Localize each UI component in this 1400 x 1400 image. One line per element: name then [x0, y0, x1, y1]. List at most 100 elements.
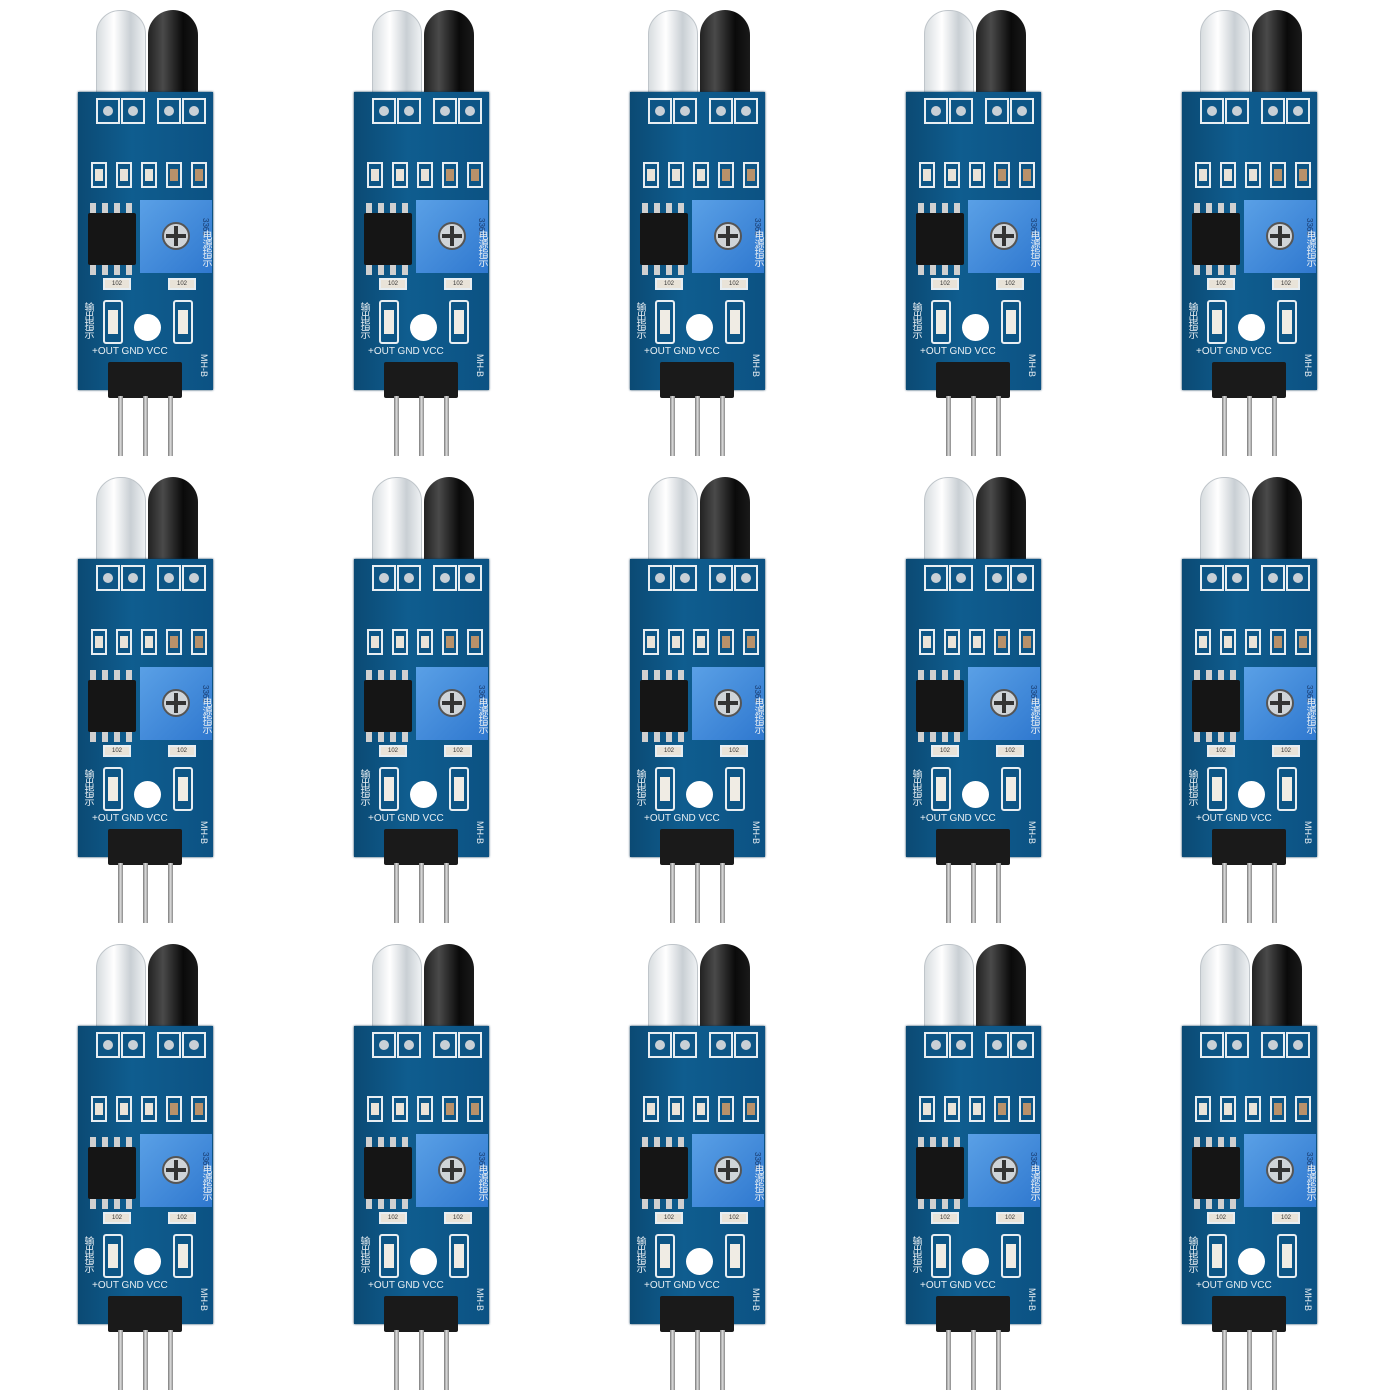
solder-pad — [121, 98, 145, 124]
potentiometer-label: 3362 — [201, 1152, 210, 1170]
ir-emitter-led — [96, 10, 146, 98]
smd-resistor — [1220, 162, 1236, 188]
solder-pad — [1286, 1032, 1310, 1058]
header-pin — [1272, 396, 1277, 456]
potentiometer: 3362 — [416, 200, 488, 273]
smd-resistor — [1220, 629, 1236, 655]
mounting-hole — [962, 314, 989, 341]
smd-capacitor — [467, 1096, 483, 1122]
output-indicator-label: 输出指示 — [634, 1236, 645, 1272]
solder-pad — [734, 1032, 758, 1058]
solder-pad — [121, 565, 145, 591]
potentiometer-knob — [162, 222, 190, 250]
smd-resistor — [919, 629, 935, 655]
header-pin — [444, 863, 449, 923]
mounting-hole — [410, 1248, 437, 1275]
smd-resistor — [693, 629, 709, 655]
smd-resistor — [141, 162, 157, 188]
mounting-hole — [134, 314, 161, 341]
model-label: MH-B — [475, 821, 485, 844]
solder-pad — [458, 565, 482, 591]
potentiometer-label: 3362 — [1029, 218, 1038, 236]
pin-header — [936, 362, 1010, 398]
comparator-chip — [916, 670, 964, 742]
output-indicator-led — [379, 1234, 399, 1278]
smd-capacitor — [166, 1096, 182, 1122]
ir-sensor-module: 3362 102 102 输出指示 电源指示 +OUT GND VCC MH-B — [906, 944, 1046, 1394]
ir-receiver-led — [700, 944, 750, 1030]
model-label: MH-B — [1303, 1288, 1313, 1311]
resistor-label: 102 — [168, 745, 196, 757]
solder-pad — [157, 1032, 181, 1058]
smd-capacitor — [191, 629, 207, 655]
smd-capacitor — [1295, 162, 1311, 188]
output-indicator-led — [931, 1234, 951, 1278]
smd-resistor — [944, 1096, 960, 1122]
model-label: MH-B — [1303, 354, 1313, 377]
output-indicator-label: 输出指示 — [634, 302, 645, 338]
ir-sensor-module: 3362 102 102 输出指示 电源指示 +OUT GND VCC MH-B — [1182, 944, 1322, 1394]
resistor-label: 102 — [720, 278, 748, 290]
solder-pad — [949, 98, 973, 124]
mounting-hole — [1238, 314, 1265, 341]
potentiometer-label: 3362 — [477, 1152, 486, 1170]
resistor-label: 102 — [720, 745, 748, 757]
solder-pad — [96, 565, 120, 591]
pin-labels: +OUT GND VCC — [920, 813, 996, 824]
solder-pad — [182, 1032, 206, 1058]
solder-pad — [648, 98, 672, 124]
resistor-label: 102 — [1272, 278, 1300, 290]
smd-resistor — [1245, 629, 1261, 655]
comparator-chip — [640, 203, 688, 275]
resistor-label: 102 — [996, 278, 1024, 290]
solder-pad — [673, 565, 697, 591]
output-indicator-label: 输出指示 — [1186, 1236, 1197, 1272]
pin-header — [384, 1296, 458, 1332]
mounting-hole — [686, 781, 713, 808]
solder-pad — [96, 1032, 120, 1058]
pin-labels: +OUT GND VCC — [1196, 813, 1272, 824]
pin-labels: +OUT GND VCC — [368, 346, 444, 357]
power-indicator-led — [1001, 1234, 1021, 1278]
power-indicator-led — [173, 767, 193, 811]
header-pin — [168, 863, 173, 923]
solder-pad — [648, 565, 672, 591]
solder-pad — [949, 1032, 973, 1058]
model-label: MH-B — [199, 354, 209, 377]
potentiometer-label: 3362 — [753, 1152, 762, 1170]
mounting-hole — [1238, 781, 1265, 808]
header-pin — [720, 863, 725, 923]
ir-emitter-led — [924, 10, 974, 98]
potentiometer: 3362 — [968, 667, 1040, 740]
smd-resistor — [392, 162, 408, 188]
header-pin — [394, 1330, 399, 1390]
comparator-chip — [640, 1137, 688, 1209]
potentiometer: 3362 — [140, 200, 212, 273]
solder-pad — [709, 565, 733, 591]
smd-resistor — [91, 629, 107, 655]
resistor-label: 102 — [996, 745, 1024, 757]
header-pin — [168, 396, 173, 456]
smd-resistor — [116, 162, 132, 188]
solder-pad — [372, 98, 396, 124]
mounting-hole — [1238, 1248, 1265, 1275]
resistor-label: 102 — [1207, 1212, 1235, 1224]
pin-header — [1212, 829, 1286, 865]
pin-header — [936, 1296, 1010, 1332]
pin-labels: +OUT GND VCC — [920, 1280, 996, 1291]
power-indicator-label: 电源指示 — [1304, 1164, 1315, 1200]
model-label: MH-B — [751, 1288, 761, 1311]
ir-receiver-led — [700, 477, 750, 563]
solder-pad — [924, 98, 948, 124]
resistor-label: 102 — [168, 278, 196, 290]
power-indicator-label: 电源指示 — [200, 1164, 211, 1200]
smd-resistor — [1245, 1096, 1261, 1122]
output-indicator-led — [103, 767, 123, 811]
ir-sensor-module: 3362 102 102 输出指示 电源指示 +OUT GND VCC MH-B — [630, 477, 770, 927]
pin-header — [384, 829, 458, 865]
smd-resistor — [693, 1096, 709, 1122]
smd-resistor — [417, 629, 433, 655]
potentiometer-knob — [1266, 689, 1294, 717]
ir-sensor-module: 3362 102 102 输出指示 电源指示 +OUT GND VCC MH-B — [630, 10, 770, 460]
ir-receiver-led — [148, 477, 198, 563]
